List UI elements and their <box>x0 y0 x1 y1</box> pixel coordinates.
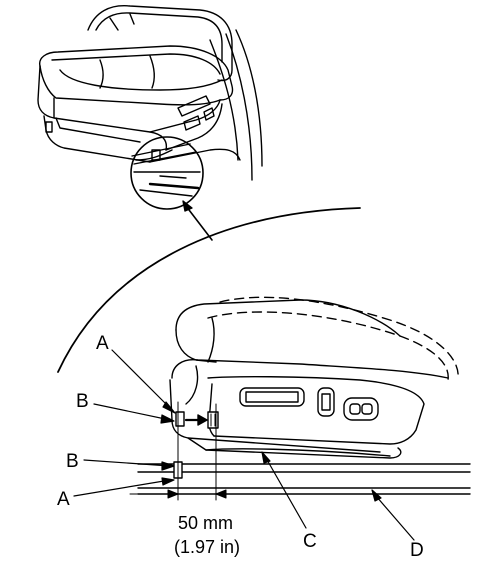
callout-a-lower: A <box>57 489 70 510</box>
callout-b-upper: B <box>76 391 89 412</box>
callout-a-upper: A <box>96 333 109 354</box>
seat-overview-illustration <box>37 5 263 181</box>
callout-b-lower: B <box>66 451 79 472</box>
callout-d: D <box>410 540 424 561</box>
magnifier-circle <box>130 136 204 210</box>
detail-arrow <box>182 200 213 241</box>
alignment-marks <box>173 411 219 479</box>
measurement-guides <box>129 401 259 501</box>
detail-boundary-arc <box>57 207 361 373</box>
callout-leaders <box>73 349 415 541</box>
measurement-imperial: (1.97 in) <box>174 537 241 557</box>
callout-c: C <box>303 531 317 552</box>
measurement-metric: 50 mm <box>178 513 234 533</box>
seat-detail-illustration <box>137 296 471 495</box>
